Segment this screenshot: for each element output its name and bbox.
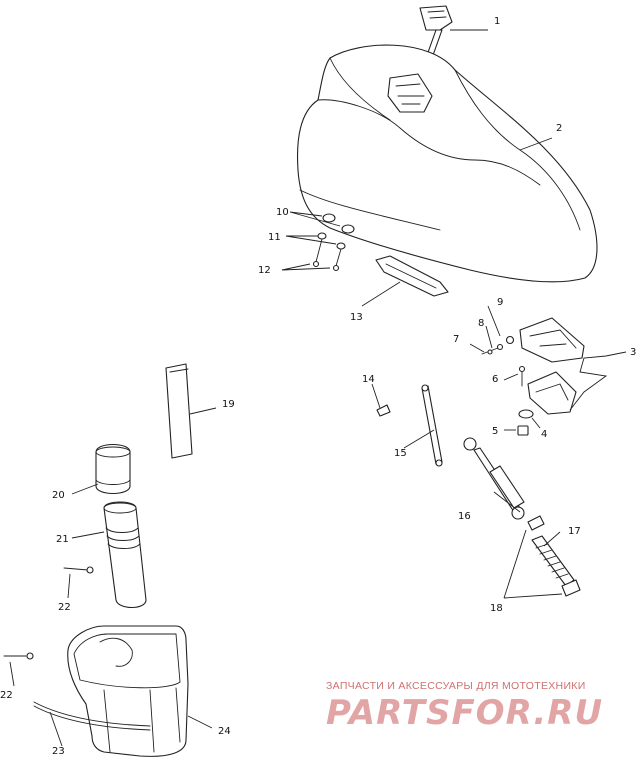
callout-9: 9 (497, 297, 503, 308)
callout-10: 10 (276, 207, 289, 218)
leader-lines (9, 29, 627, 747)
part-airbox (67, 625, 189, 757)
callout-numbers: 1 2 10 11 12 13 9 8 7 3 6 4 5 14 15 19 1… (0, 16, 636, 757)
callout-17: 17 (568, 526, 581, 537)
callout-7: 7 (453, 334, 459, 345)
callout-12: 12 (258, 265, 271, 276)
watermark: ЗАПЧАСТИ И АКСЕССУАРЫ ДЛЯ МОТОТЕХНИКИ PA… (326, 680, 603, 733)
part-fuel-cap (419, 5, 453, 59)
part-hood (297, 44, 598, 283)
part-latch-bracket (519, 317, 585, 415)
callout-19: 19 (222, 399, 235, 410)
callout-15: 15 (394, 448, 407, 459)
callout-5: 5 (492, 426, 498, 437)
callout-2: 2 (556, 123, 562, 134)
callout-22-upper: 22 (58, 602, 71, 613)
part-support-rod (376, 384, 443, 467)
part-screws (3, 566, 94, 660)
part-fasteners-10-11-12 (312, 213, 355, 272)
callout-22-lower: 22 (0, 690, 13, 701)
callout-13: 13 (350, 312, 363, 323)
callout-14: 14 (362, 374, 375, 385)
callout-16: 16 (458, 511, 471, 522)
part-spring-assembly (527, 515, 581, 597)
watermark-tagline: ЗАПЧАСТИ И АКСЕССУАРЫ ДЛЯ МОТОТЕХНИКИ (326, 680, 586, 692)
callout-3: 3 (630, 347, 636, 358)
part-intake-tube (103, 501, 147, 609)
part-hardware-4-5-6 (517, 365, 534, 436)
part-gasket (33, 701, 151, 731)
callout-4: 4 (541, 429, 547, 440)
callout-21: 21 (56, 534, 69, 545)
callout-6: 6 (492, 374, 498, 385)
callout-23: 23 (52, 746, 65, 757)
part-foam-strip (165, 363, 193, 459)
part-gas-strut (463, 437, 525, 520)
callout-8: 8 (478, 318, 484, 329)
callout-1: 1 (494, 16, 500, 27)
callout-11: 11 (268, 232, 281, 243)
callout-18: 18 (490, 603, 503, 614)
watermark-logo: PARTSFOR.RU (326, 693, 603, 733)
part-handle (375, 255, 449, 297)
part-hardware-7-8-9 (481, 335, 515, 355)
part-filter-element (95, 443, 131, 495)
callout-24: 24 (218, 726, 231, 737)
callout-20: 20 (52, 490, 65, 501)
